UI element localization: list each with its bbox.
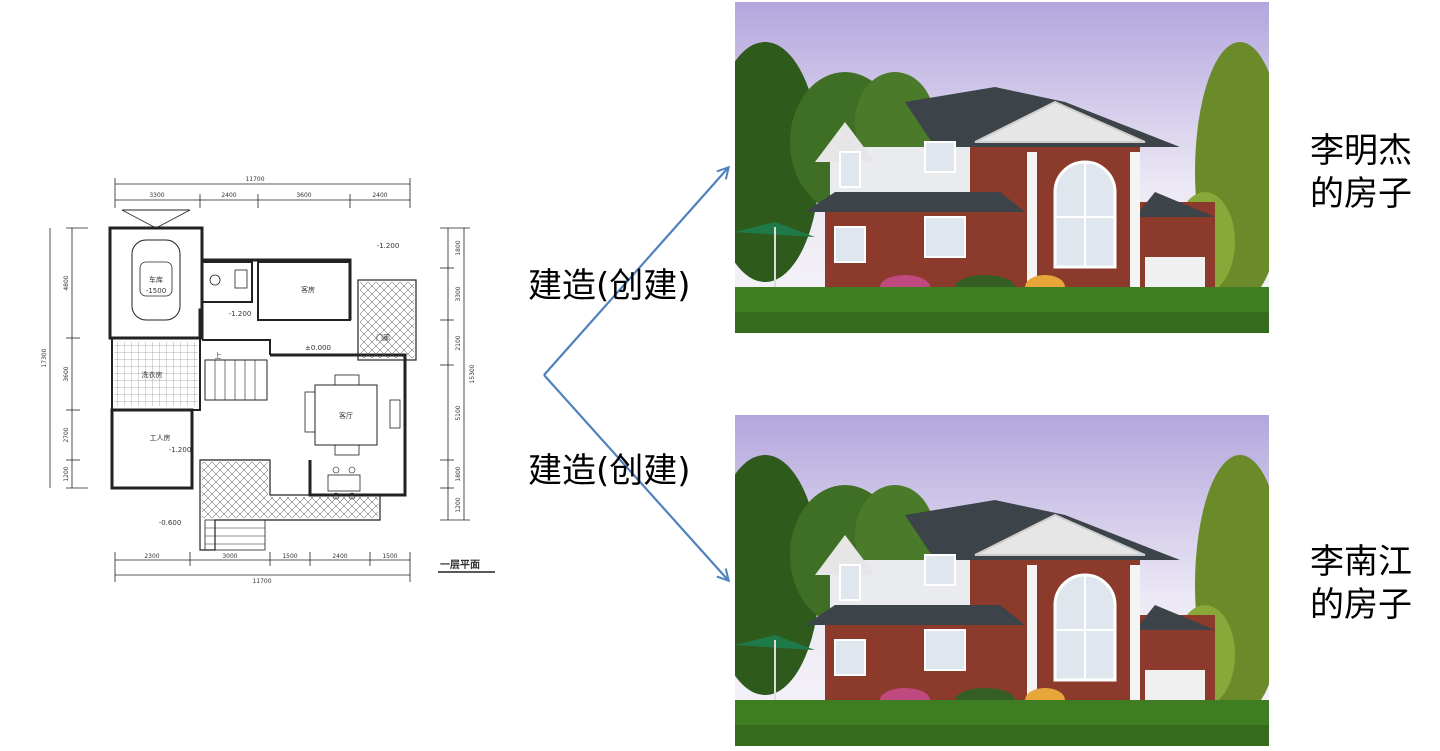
svg-text:5100: 5100 <box>455 405 462 420</box>
svg-text:2400: 2400 <box>372 192 387 199</box>
svg-text:上: 上 <box>215 351 222 360</box>
svg-text:17300: 17300 <box>41 348 48 367</box>
floor-plan-title: 一层平面 <box>440 559 480 571</box>
svg-text:1500: 1500 <box>382 553 397 560</box>
house-photo-top <box>735 2 1269 333</box>
svg-text:±0.000: ±0.000 <box>305 344 331 352</box>
svg-text:-1.200: -1.200 <box>169 446 192 454</box>
build-label-top: 建造(创建) <box>528 265 691 308</box>
svg-text:3600: 3600 <box>63 366 70 381</box>
svg-text:2100: 2100 <box>455 335 462 350</box>
svg-text:-1.200: -1.200 <box>229 310 252 318</box>
svg-text:2700: 2700 <box>63 427 70 442</box>
svg-text:车库: 车库 <box>149 275 163 284</box>
svg-text:2400: 2400 <box>332 553 347 560</box>
svg-text:2400: 2400 <box>221 192 236 199</box>
svg-text:3300: 3300 <box>149 192 164 199</box>
owner-label-bottom: 李南江 的房子 <box>1310 541 1430 626</box>
owner-label-top: 李明杰 的房子 <box>1310 130 1430 215</box>
owner-name-top: 李明杰 <box>1310 130 1430 173</box>
svg-text:11700: 11700 <box>245 176 264 183</box>
floor-plan-drawing: 11700 3300 2400 3600 2400 2300 3000 1500… <box>40 170 510 590</box>
svg-text:-1.200: -1.200 <box>377 242 400 250</box>
owner-suffix-top: 的房子 <box>1310 173 1430 216</box>
svg-text:3600: 3600 <box>296 192 311 199</box>
svg-text:1200: 1200 <box>63 466 70 481</box>
svg-text:洗衣房: 洗衣房 <box>142 370 163 379</box>
svg-text:3300: 3300 <box>455 286 462 301</box>
house-photo-bottom <box>735 415 1269 746</box>
svg-text:1800: 1800 <box>455 240 462 255</box>
svg-text:11700: 11700 <box>252 578 271 585</box>
svg-text:客房: 客房 <box>301 285 315 294</box>
svg-text:1800: 1800 <box>455 466 462 481</box>
svg-text:3000: 3000 <box>222 553 237 560</box>
svg-text:-0.600: -0.600 <box>159 519 182 527</box>
svg-text:门廊: 门廊 <box>376 333 390 342</box>
owner-name-bottom: 李南江 <box>1310 541 1430 584</box>
build-label-bottom: 建造(创建) <box>528 450 691 493</box>
svg-text:客厅: 客厅 <box>339 411 353 420</box>
svg-text:4800: 4800 <box>63 275 70 290</box>
svg-text:-1500: -1500 <box>146 287 166 295</box>
svg-text:2300: 2300 <box>144 553 159 560</box>
owner-suffix-bottom: 的房子 <box>1310 584 1430 627</box>
svg-text:15300: 15300 <box>469 364 476 383</box>
svg-text:工人房: 工人房 <box>150 433 171 442</box>
svg-text:1500: 1500 <box>282 553 297 560</box>
svg-text:1200: 1200 <box>455 497 462 512</box>
